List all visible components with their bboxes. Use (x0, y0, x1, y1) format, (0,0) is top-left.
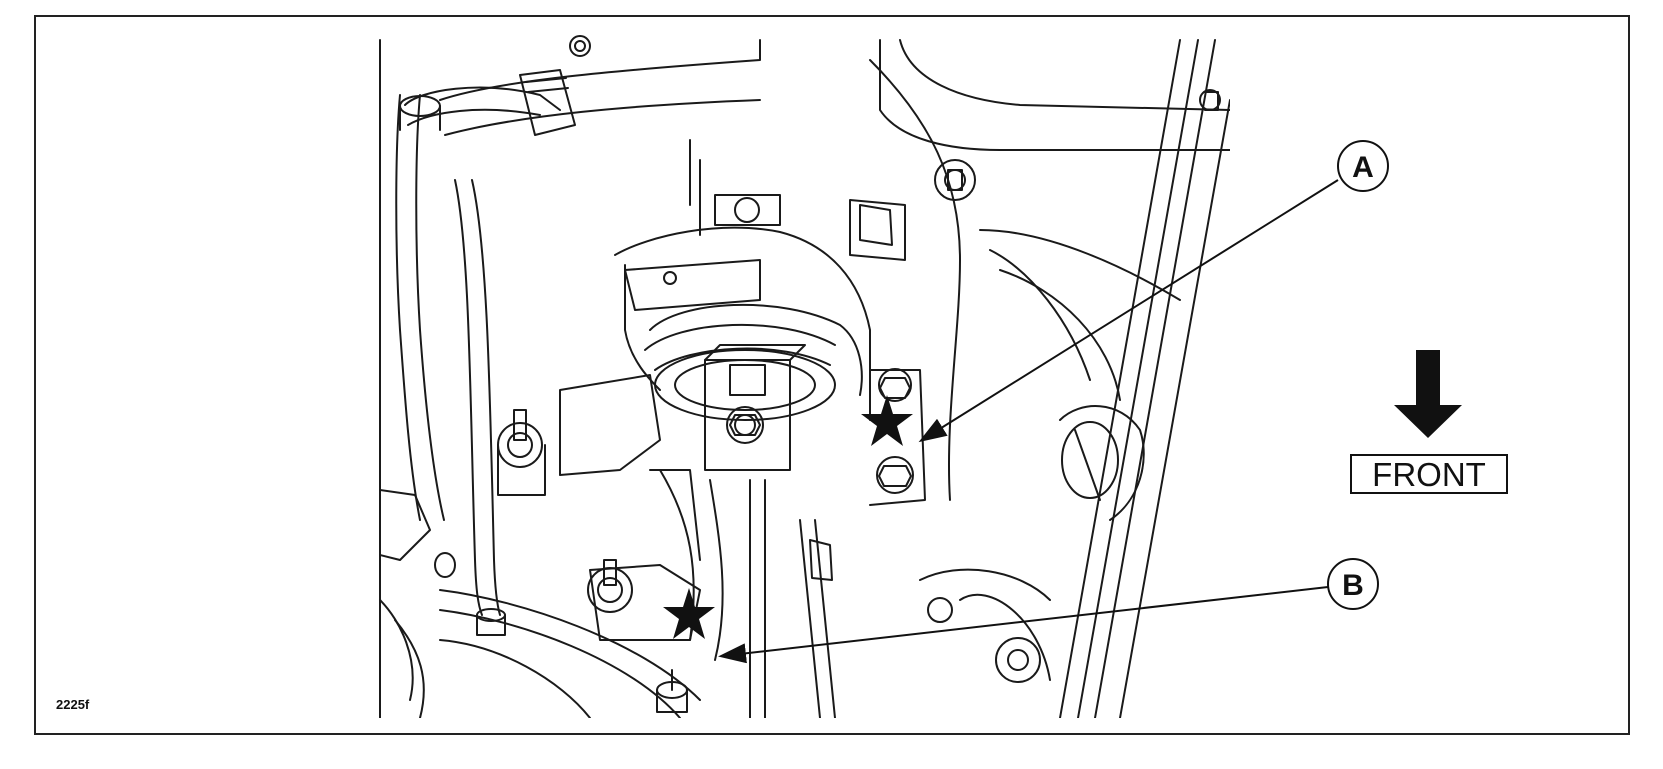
leader-line-b (718, 586, 1329, 664)
callout-a-label: A (1352, 151, 1374, 184)
star-marker-b (663, 588, 715, 639)
front-direction-label: FRONT (1350, 454, 1508, 494)
line-art (379, 35, 1230, 718)
star-marker-a (861, 395, 913, 446)
leader-line-a (918, 179, 1339, 443)
figure-id: 2225f (56, 697, 90, 712)
callout-a: A (1337, 140, 1389, 192)
callout-b-label: B (1342, 569, 1364, 602)
arrow-down-icon (1394, 350, 1462, 438)
callout-b: B (1327, 558, 1379, 610)
